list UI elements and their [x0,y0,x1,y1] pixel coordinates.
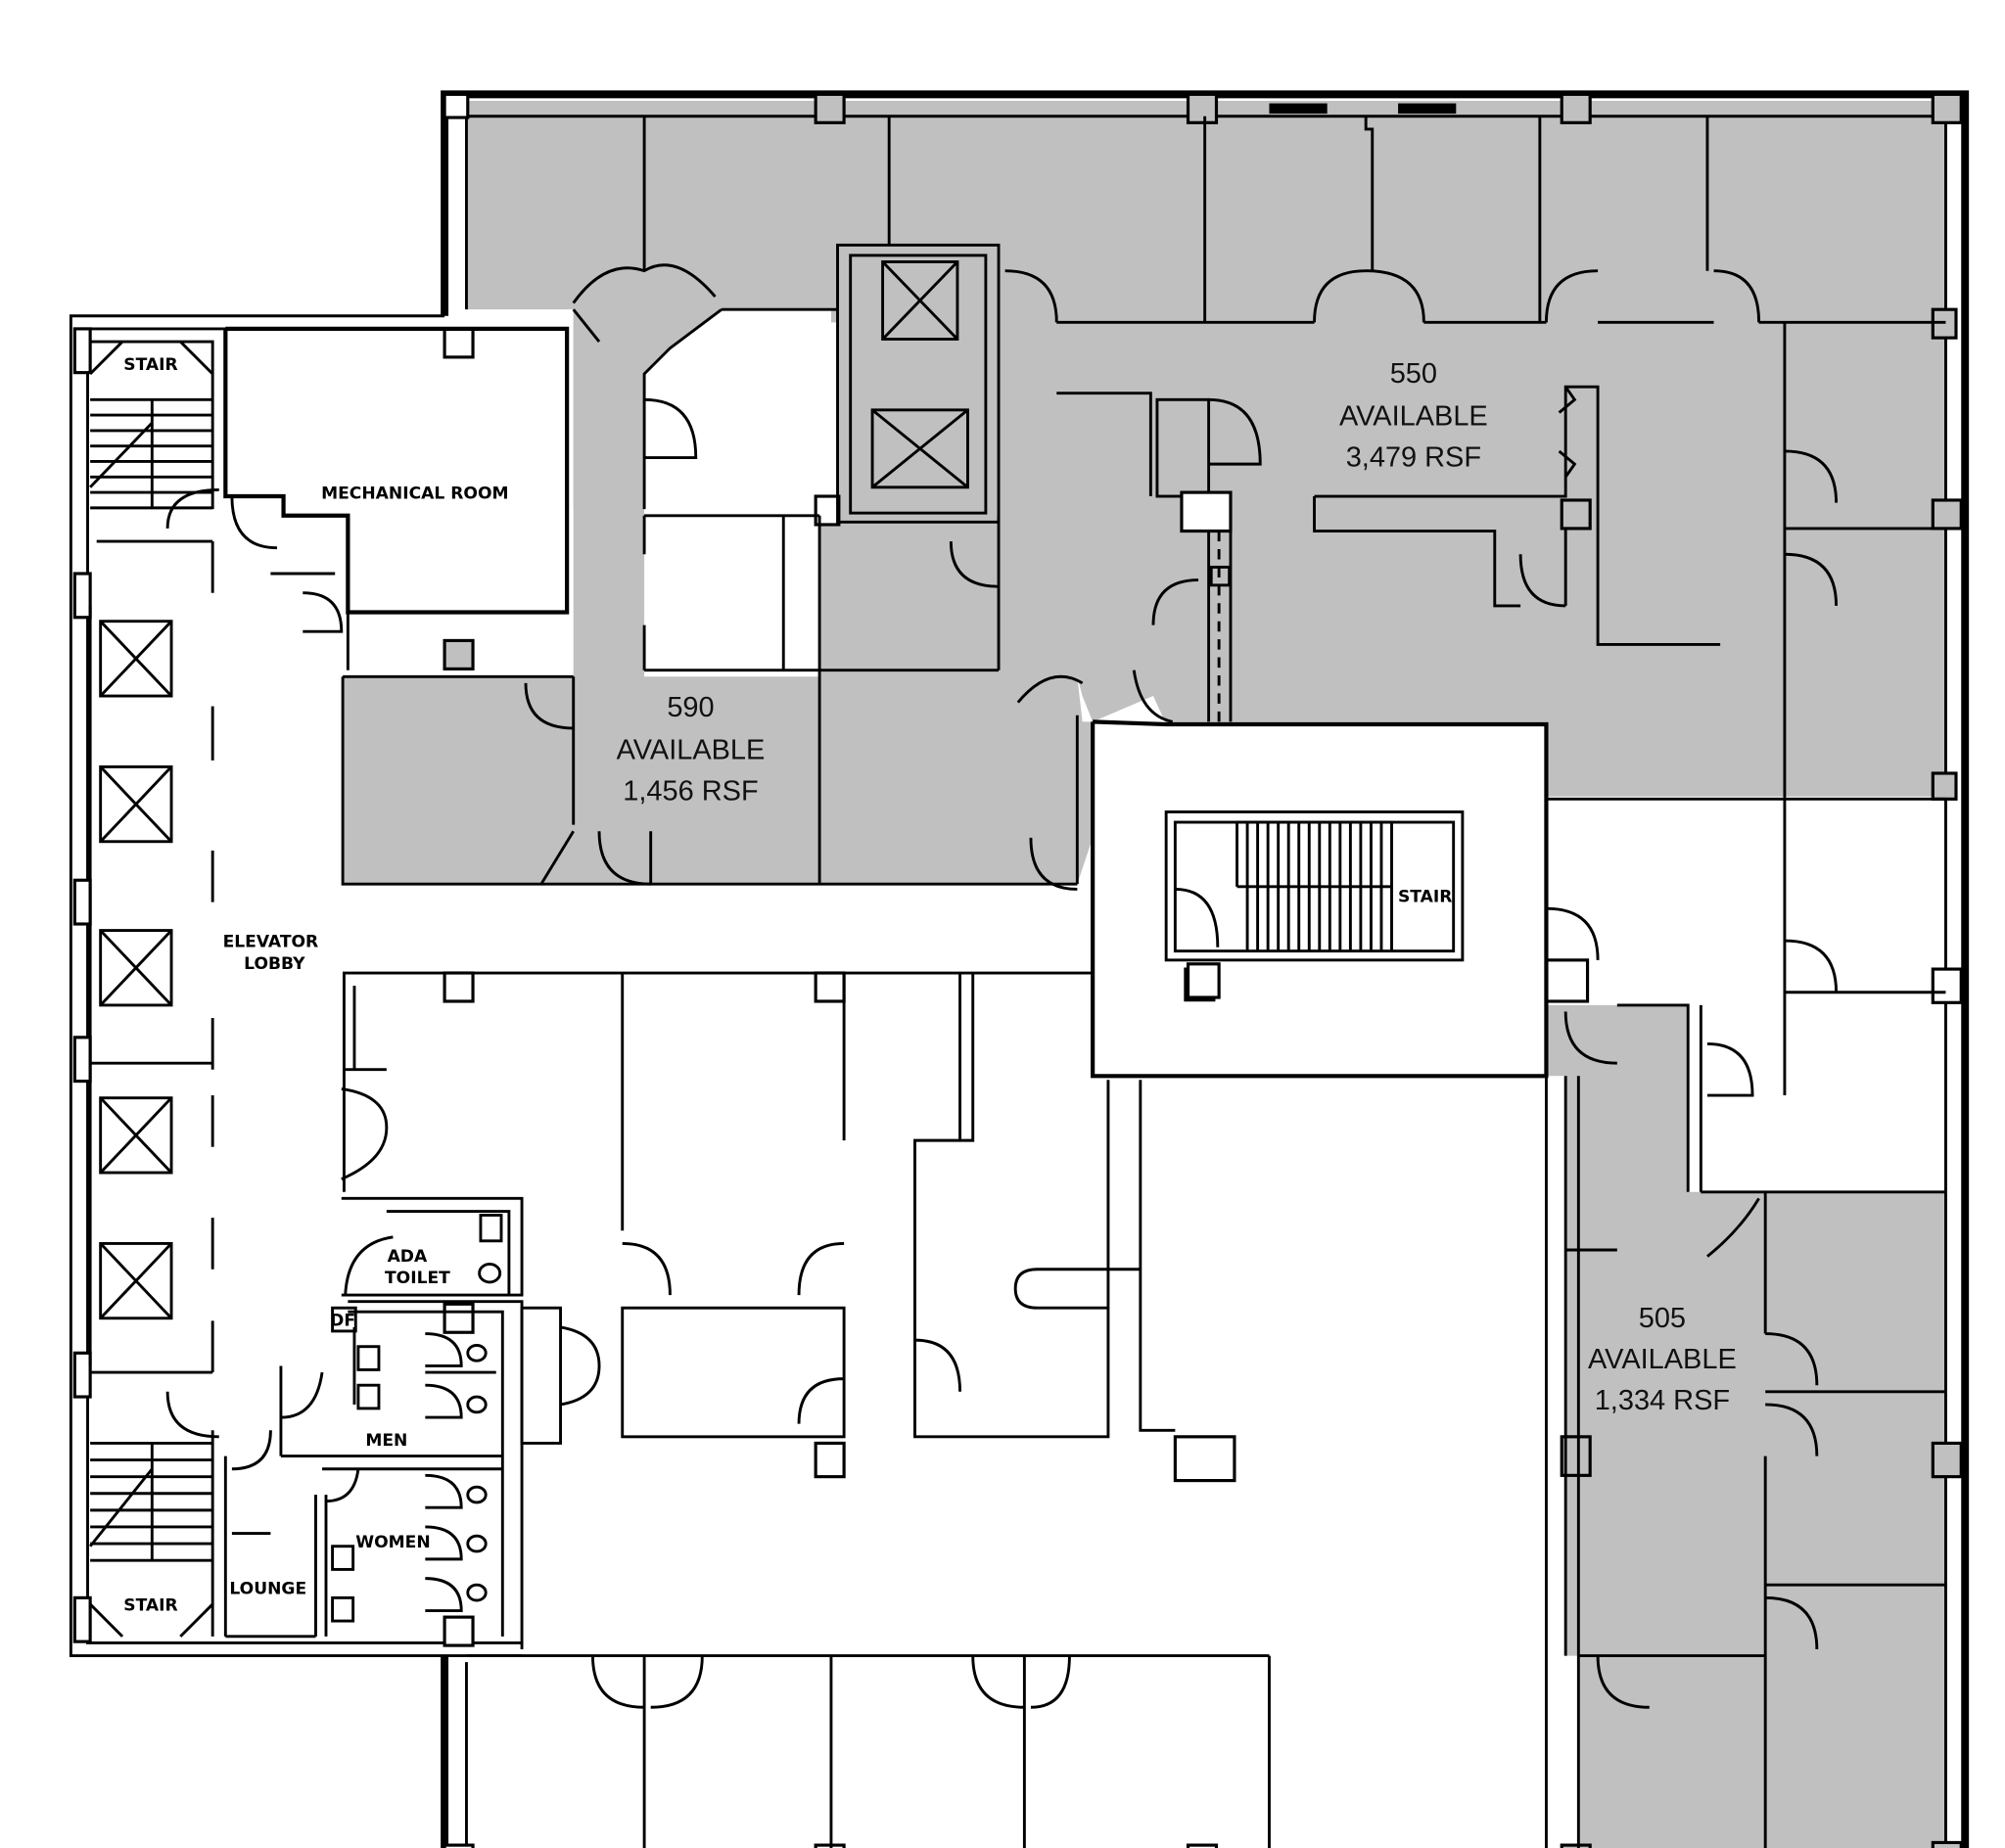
suite-590-number: 590 [667,692,714,723]
east-offices [1563,799,1946,1848]
ada-toilet-label-1: ADA [388,1247,428,1267]
stair-core-label: STAIR [1398,888,1452,907]
mechanical-room-label: MECHANICAL ROOM [321,485,508,504]
elevator-shaft-icon [99,929,173,1007]
suite-550-number: 550 [1390,358,1437,390]
suite-550-label: 550 AVAILABLE 3,479 RSF [1339,358,1488,474]
elevator-shaft-icon [99,764,173,844]
south-offices [341,971,1548,1848]
suite-505-number: 505 [1639,1303,1686,1334]
suite-590-area[interactable] [343,309,1094,885]
restrooms [223,1196,601,1650]
suite-505-area[interactable] [1546,1004,1946,1848]
stair-nw-label: STAIR [123,355,177,375]
suite-590-label: 590 AVAILABLE 1,456 RSF [617,692,766,808]
elevator-shaft-icon [99,620,173,698]
suite-590-area-text: 1,456 RSF [623,776,758,808]
suite-590-status: AVAILABLE [617,735,766,766]
available-areas [343,100,1946,1848]
stair-sw-label: STAIR [123,1596,177,1616]
suite-505-area-text: 1,334 RSF [1595,1385,1730,1416]
elevator-shaft-icon [881,260,959,341]
suite-550-status: AVAILABLE [1339,401,1488,433]
west-wing [88,326,570,1638]
elevator-shaft-icon [870,408,969,489]
south-perimeter-offices [466,1654,1271,1848]
suite-590-rooms [341,397,1084,891]
stair-treads-icon [1236,820,1393,951]
suite-550-area-text: 3,479 RSF [1346,442,1481,474]
stair-treads-icon [89,397,213,510]
suite-505-status: AVAILABLE [1588,1344,1737,1375]
stair-treads-icon [89,1441,213,1562]
lounge-label: LOUNGE [229,1579,306,1598]
north-offices [572,116,1946,510]
north-elevator-core [836,243,1001,524]
central-core [1091,719,1617,1079]
suite-550-rooms [1056,322,1946,801]
suite-505-label: 505 AVAILABLE 1,334 RSF [1588,1303,1737,1416]
men-restroom-label: MEN [365,1431,407,1451]
elevator-lobby-label-2: LOBBY [244,954,305,974]
elevator-shaft-icon [99,1096,173,1175]
elevator-lobby-label-1: ELEVATOR [223,933,319,952]
drinking-fountain-label: DF [330,1312,355,1331]
elevator-shaft-icon [99,1241,173,1320]
ada-toilet-label-2: TOILET [385,1269,450,1288]
women-restroom-label: WOMEN [355,1533,430,1552]
